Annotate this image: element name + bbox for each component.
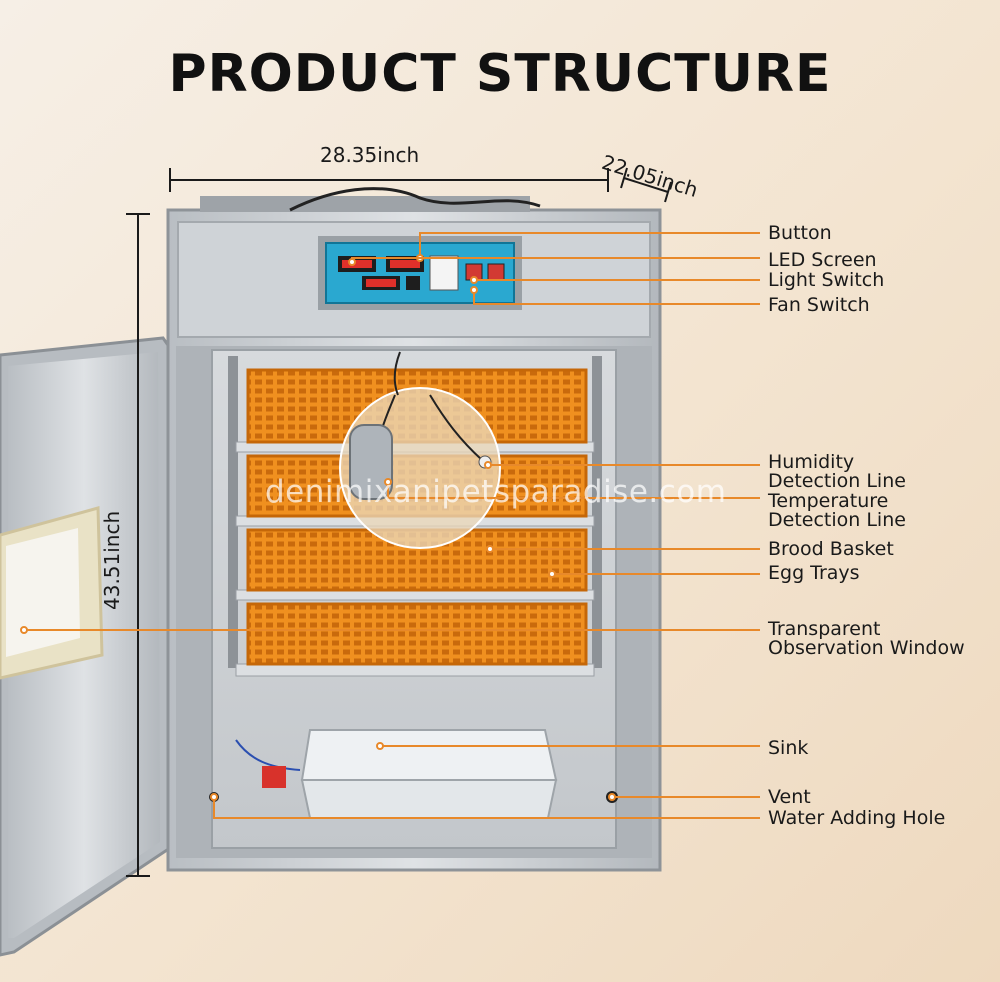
- label-water-adding-hole: Water Adding Hole: [768, 807, 946, 829]
- led-screen: [338, 256, 424, 290]
- height-dimension-line: [126, 213, 150, 877]
- leader-line-led-screen: [348, 257, 760, 266]
- control-button: [429, 255, 459, 291]
- water-inlet-fitting: [262, 766, 286, 788]
- label-temperature-detection-line: Temperature Detection Line: [768, 490, 906, 531]
- water-sink: [300, 729, 558, 819]
- left-rail: [228, 356, 238, 668]
- control-panel: [318, 236, 522, 310]
- humidity-sensor: [349, 424, 393, 500]
- right-rail: [592, 356, 602, 668]
- label-light-switch: Light Switch: [768, 269, 885, 291]
- incubator-door: [0, 336, 172, 957]
- width-dimension-line: [169, 168, 609, 192]
- leader-line-egg-trays: [548, 570, 760, 578]
- leader-line-sink: [376, 742, 760, 750]
- label-button: Button: [768, 222, 832, 244]
- leader-line-humidity: [484, 461, 760, 469]
- leader-line-observation-window: [20, 626, 760, 634]
- sensor-zoom-circle: [339, 387, 501, 549]
- label-led-screen: LED Screen: [768, 249, 877, 271]
- leader-line-water-hole: [210, 793, 760, 819]
- leader-line-temperature: [384, 478, 760, 499]
- egg-tray: [235, 602, 595, 677]
- label-egg-trays: Egg Trays: [768, 562, 860, 584]
- depth-dimension-line: [620, 167, 672, 203]
- leader-line-brood-basket: [486, 545, 760, 553]
- width-dimension-label: 28.35inch: [320, 143, 420, 167]
- leader-line-fan-switch: [470, 286, 760, 305]
- power-cable: [289, 187, 541, 212]
- leader-line-vent: [608, 793, 760, 801]
- leader-lines: [20, 232, 760, 819]
- leader-line-light-switch: [470, 276, 760, 284]
- height-dimension-label: 43.51inch: [100, 510, 124, 610]
- watermark: denimixanipetsparadise.com: [265, 474, 727, 510]
- page-title: PRODUCT STRUCTURE: [168, 44, 832, 104]
- heater-wire: [235, 739, 301, 771]
- label-humidity-detection-line: Humidity Detection Line: [768, 451, 906, 492]
- label-fan-switch: Fan Switch: [768, 294, 870, 316]
- sensor-cable: [393, 351, 401, 396]
- fan-switch: [487, 263, 505, 281]
- label-vent: Vent: [768, 786, 811, 808]
- label-transparent-observation-window: Transparent Observation Window: [768, 618, 965, 659]
- label-brood-basket: Brood Basket: [768, 538, 894, 560]
- label-sink: Sink: [768, 737, 809, 759]
- observation-window: [0, 506, 104, 680]
